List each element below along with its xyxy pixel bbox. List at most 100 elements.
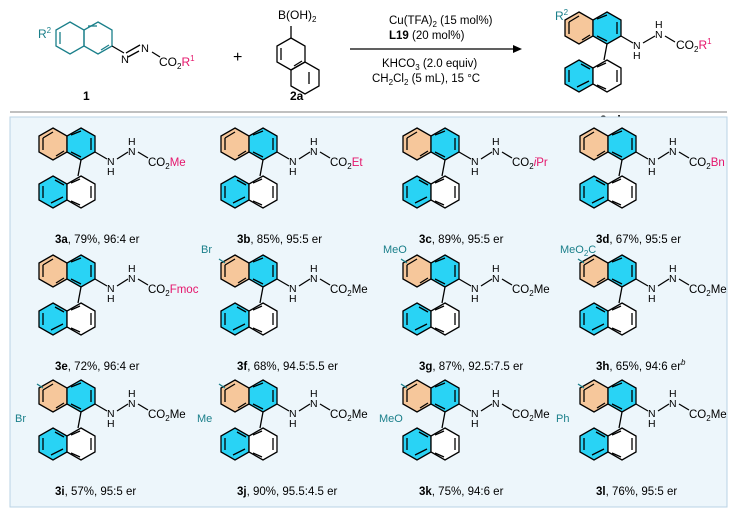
hydrazine-h1: H <box>107 293 115 305</box>
hydrazine-n2: N <box>310 146 318 158</box>
product-h2: H <box>655 19 663 31</box>
ester-group: CO2Me <box>148 409 186 423</box>
boronic-acid-label: B(OH)2 <box>278 8 317 24</box>
hydrazine-n1: N <box>107 283 115 295</box>
hydrazine-h2: H <box>669 263 677 275</box>
hydrazine-n1: N <box>471 156 479 168</box>
hydrazine-h2: H <box>492 263 500 275</box>
hydrazine-n1: N <box>471 283 479 295</box>
product-caption-3f: 3f, 68%, 94.5:5.5 er <box>237 361 338 373</box>
hydrazine-n1: N <box>289 283 297 295</box>
hydrazine-n2: N <box>492 398 500 410</box>
product-caption-3k: 3k, 75%, 94:6 er <box>419 486 504 498</box>
product-r2-label: R2 <box>555 8 569 23</box>
hydrazine-n1: N <box>648 156 656 168</box>
ester-group: CO2Me <box>689 284 727 298</box>
product-caption-3a: 3a, 79%, 96:4 er <box>55 234 140 246</box>
hydrazine-n1: N <box>107 156 115 168</box>
ester-group: CO2Me <box>512 409 550 423</box>
substituent-label: Me <box>197 413 212 425</box>
hydrazine-n1: N <box>648 283 656 295</box>
reactant1-r2-label: R2 <box>38 26 52 41</box>
reaction-conditions: Cu(TFA)2 (15 mol%) L19 (20 mol%) KHCO3 (… <box>350 15 522 87</box>
hydrazine-n2: N <box>128 398 136 410</box>
hydrazine-n2: N <box>669 273 677 285</box>
hydrazine-h2: H <box>128 263 136 275</box>
hydrazine-n1: N <box>648 408 656 420</box>
ester-group: CO2Et <box>330 157 363 171</box>
hydrazine-h1: H <box>107 418 115 430</box>
hydrazine-n2: N <box>128 146 136 158</box>
ester-group: CO2Me <box>689 409 727 423</box>
substituent-label: Ph <box>556 413 569 425</box>
reaction-arrow-head <box>513 45 522 53</box>
ester-group: CO2Me <box>148 157 186 171</box>
ester-group: CO2Me <box>330 284 368 298</box>
ester-group: CO2Fmoc <box>148 284 199 298</box>
product-caption-3c: 3c, 89%, 95:5 er <box>419 234 504 246</box>
ester-group: CO2Bn <box>689 157 725 171</box>
hydrazine-h1: H <box>471 418 479 430</box>
hydrazine-n2: N <box>128 273 136 285</box>
hydrazine-h2: H <box>310 388 318 400</box>
product-n1: N <box>633 40 641 52</box>
hydrazine-h2: H <box>669 388 677 400</box>
reactant1-n1: N <box>121 54 129 66</box>
ester-group: CO2Me <box>330 409 368 423</box>
hydrazine-h2: H <box>310 136 318 148</box>
product-caption-3d: 3d, 67%, 95:5 er <box>596 234 681 246</box>
product-caption-3g: 3g, 87%, 92.5:7.5 er <box>419 361 523 373</box>
product-caption-3i: 3i, 57%, 95:5 er <box>55 486 136 498</box>
plus-sign: + <box>233 49 242 66</box>
substituent-label: MeO <box>379 413 403 425</box>
substituent-label: Br <box>201 244 212 256</box>
reactant1-label: 1 <box>83 89 90 103</box>
hydrazine-h2: H <box>669 136 677 148</box>
hydrazine-h1: H <box>471 166 479 178</box>
hydrazine-h1: H <box>471 293 479 305</box>
substituent-label: Br <box>15 413 26 425</box>
hydrazine-n1: N <box>107 408 115 420</box>
hydrazine-n2: N <box>669 146 677 158</box>
hydrazine-n1: N <box>289 408 297 420</box>
hydrazine-h2: H <box>310 263 318 275</box>
substituent-label: MeO <box>383 244 407 256</box>
product-general: R2 N H N H CO2R1 3a-l <box>555 8 712 127</box>
hydrazine-h1: H <box>289 418 297 430</box>
reactant1-ester: CO2R1 <box>159 54 195 71</box>
product-caption-3j: 3j, 90%, 95.5:4.5 er <box>237 486 338 498</box>
substituent-label: MeO2C <box>560 244 596 258</box>
hydrazine-h1: H <box>289 293 297 305</box>
product-n2: N <box>655 29 663 41</box>
reactant1-n2: N <box>141 43 149 55</box>
ester-group: CO2iPr <box>512 157 548 171</box>
reactant-1: R2 N N CO2R1 1 <box>38 21 195 103</box>
hydrazine-n2: N <box>492 146 500 158</box>
hydrazine-h1: H <box>648 418 656 430</box>
hydrazine-h2: H <box>492 388 500 400</box>
product-h1: H <box>633 50 641 62</box>
hydrazine-h1: H <box>648 166 656 178</box>
reactant-2a: B(OH)2 2a <box>276 8 320 103</box>
product-caption-3b: 3b, 85%, 95:5 er <box>237 234 322 246</box>
hydrazine-n2: N <box>310 273 318 285</box>
product-caption-3l: 3l, 76%, 95:5 er <box>596 486 677 498</box>
hydrazine-h1: H <box>648 293 656 305</box>
hydrazine-h2: H <box>492 136 500 148</box>
hydrazine-n1: N <box>289 156 297 168</box>
hydrazine-h1: H <box>289 166 297 178</box>
hydrazine-h2: H <box>128 136 136 148</box>
hydrazine-n2: N <box>669 398 677 410</box>
hydrazine-n2: N <box>310 398 318 410</box>
product-ester: CO2R1 <box>676 37 712 54</box>
